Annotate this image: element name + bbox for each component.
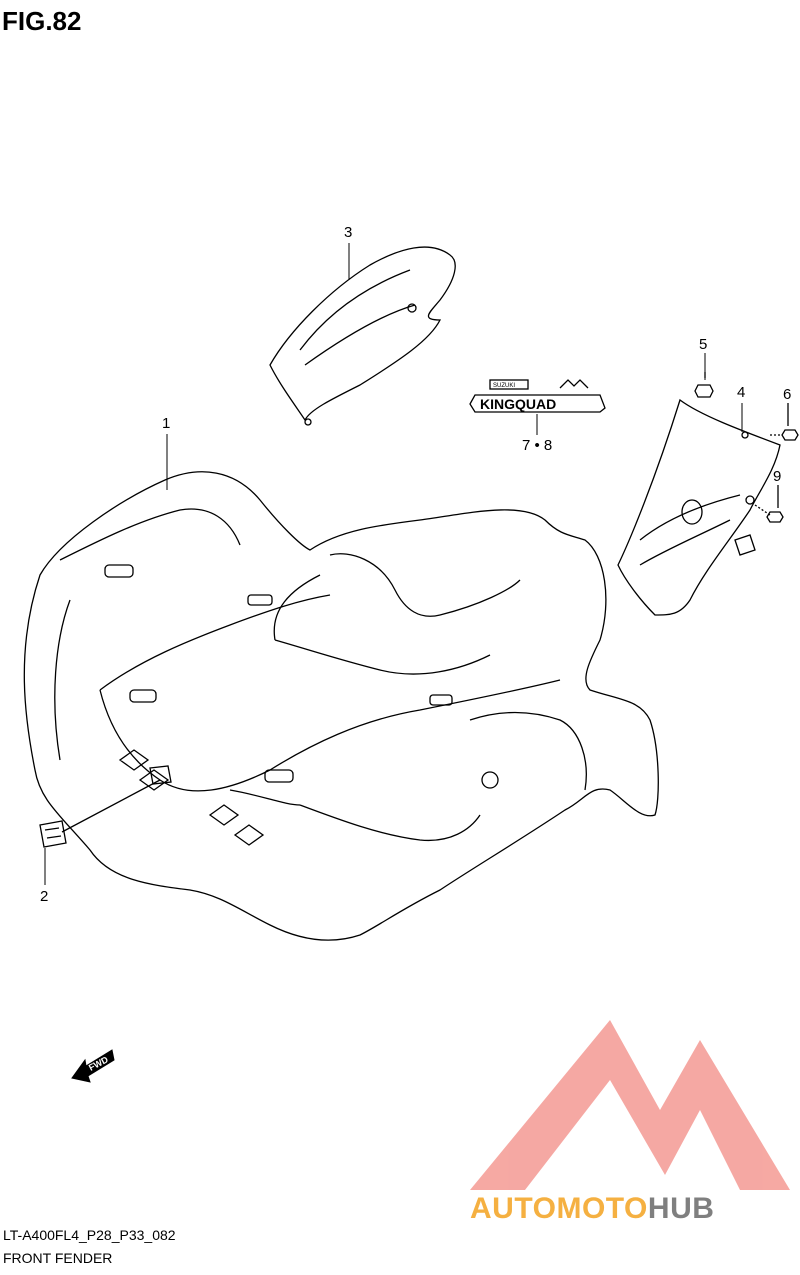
diagram-name: FRONT FENDER: [3, 1250, 113, 1266]
callout-7-8: 7 • 8: [522, 437, 553, 454]
side-panel-part: [617, 398, 781, 616]
callout-3: 3: [344, 224, 353, 241]
figure-title: FIG.82: [2, 6, 82, 36]
leader-lines: [44, 243, 743, 885]
callout-2: 2: [40, 888, 49, 905]
callout-1: 1: [162, 415, 171, 432]
callout-9: 9: [773, 468, 782, 485]
watermark-part2: HUB: [647, 1192, 715, 1225]
callout-5: 5: [699, 336, 708, 353]
callout-4: 4: [737, 384, 746, 401]
callout-6: 6: [783, 386, 792, 403]
forward-arrow-icon: FWD: [71, 1049, 115, 1083]
watermark-part1: AUTOMOTO: [470, 1192, 648, 1225]
emblem-small-text: SUZUKI: [493, 383, 515, 389]
kingquad-emblem-part: KINGQUAD SUZUKI: [469, 379, 606, 413]
upper-trim-panel-part: [269, 246, 456, 426]
emblem-text: KINGQUAD: [480, 396, 556, 412]
diagram-code: LT-A400FL4_P28_P33_082: [3, 1227, 176, 1243]
fasteners: [694, 372, 799, 523]
front-fender-part: [23, 471, 659, 941]
watermark-text: AUTOMOTOHUB: [470, 1192, 714, 1226]
emblem-s-part: [39, 765, 172, 848]
watermark-logo: [470, 1020, 790, 1190]
